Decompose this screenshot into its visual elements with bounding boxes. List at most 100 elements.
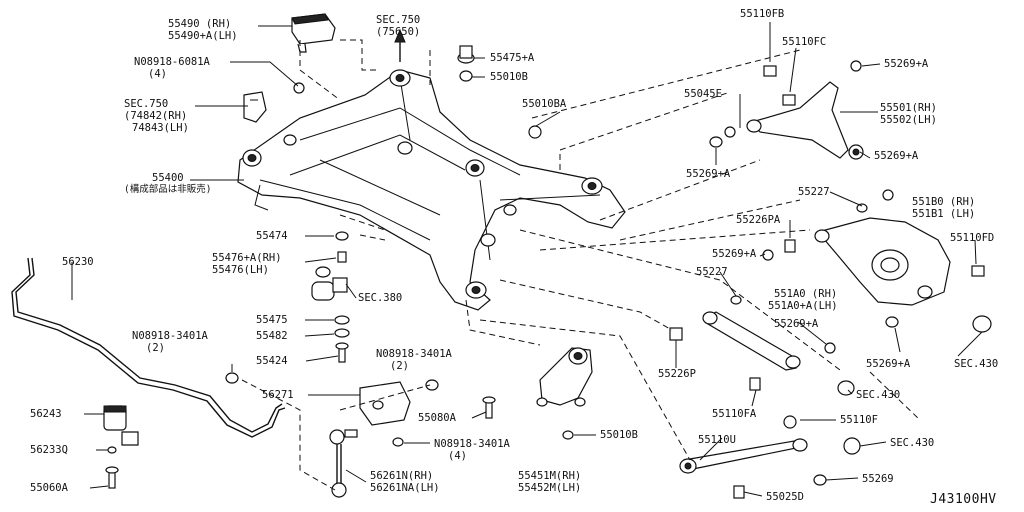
- bracket-55451m: [482, 347, 593, 440]
- label-sec750-75650: SEC.750(75650): [376, 14, 420, 38]
- label-line: 55269: [862, 473, 894, 485]
- label-56261n: 56261N(RH)56261NA(LH): [370, 470, 440, 494]
- label-line: 551A0 (RH): [774, 288, 838, 300]
- label-line: 55269+A: [884, 58, 929, 70]
- label-56233q: 56233Q: [30, 444, 68, 456]
- label-line: 55475: [256, 314, 288, 326]
- stabilizer-bushing: [103, 405, 139, 489]
- label-line: 56261N(RH): [370, 470, 434, 482]
- label-55490: 55490 (RH)55490+A(LH): [168, 18, 238, 42]
- label-line: (4): [148, 68, 167, 80]
- label-line: 56233Q: [30, 444, 68, 456]
- label-08918-3401a-low: N08918-3401A(4): [434, 438, 510, 462]
- label-55269: 55269: [862, 473, 894, 485]
- label-55110fd: 55110FD: [950, 232, 994, 244]
- label-line: 55424: [256, 355, 288, 367]
- label-55269a-left: 55269+A: [686, 168, 730, 180]
- label-sec430-right: SEC.430: [954, 358, 998, 370]
- label-line: (構成部品は非販売): [124, 184, 212, 195]
- label-55269a-mid: 55269+A: [712, 248, 756, 260]
- label-55269a-lower: 55269+A: [866, 358, 910, 370]
- label-55269a-center: 55269+A: [774, 318, 818, 330]
- rear-link-55110u: [679, 415, 861, 499]
- dashed-guides: [241, 39, 921, 491]
- sec750-arrow: [394, 28, 406, 62]
- lateral-link-551a0: [669, 239, 855, 396]
- label-line: 56271: [262, 389, 294, 401]
- label-line: N08918-3401A: [376, 348, 452, 360]
- upper-bush-parts: [293, 45, 542, 139]
- leader-lines: [71, 22, 983, 497]
- label-line: 55010B: [600, 429, 638, 441]
- label-line: 55490+A(LH): [168, 30, 238, 42]
- label-line: 55476+A(RH): [212, 252, 282, 264]
- label-line: 55060A: [30, 482, 68, 494]
- label-line: SEC.380: [358, 292, 403, 304]
- label-56230: 56230: [62, 256, 94, 268]
- label-55010ba: 55010BA: [522, 98, 566, 110]
- label-55269a-right: 55269+A: [874, 150, 918, 162]
- label-line: 55451M(RH): [518, 470, 582, 482]
- label-line: (2): [146, 342, 165, 354]
- label-551a0: 551A0 (RH)551A0+A(LH): [768, 288, 838, 312]
- label-55010b-low: 55010B: [600, 429, 638, 441]
- label-55110fb: 55110FB: [740, 8, 784, 20]
- label-line: 55110U: [698, 434, 736, 446]
- label-line: 56230: [62, 256, 94, 268]
- label-line: 55501(RH): [880, 102, 937, 114]
- label-55424: 55424: [256, 355, 288, 367]
- stabilizer-bar-56230: [11, 257, 286, 438]
- label-line: 551A0+A(LH): [768, 300, 838, 312]
- label-line: SEC.750: [376, 14, 421, 26]
- stabilizer-link-56261n: [329, 429, 358, 498]
- label-line: 55110FA: [712, 408, 757, 420]
- label-line: 55010B: [490, 71, 528, 83]
- label-line: 55482: [256, 330, 288, 342]
- label-line: 55227: [696, 266, 728, 278]
- label-55010b-top: 55010B: [490, 71, 528, 83]
- label-55110fc: 55110FC: [782, 36, 826, 48]
- label-line: 55045E: [684, 88, 722, 100]
- label-line: 56243: [30, 408, 62, 420]
- label-line: 56261NA(LH): [370, 482, 440, 494]
- label-sec380: SEC.380: [358, 292, 402, 304]
- label-line: N08918-6081A: [134, 56, 210, 68]
- label-line: 55269+A: [774, 318, 819, 330]
- label-55110fa: 55110FA: [712, 408, 756, 420]
- label-line: 55490 (RH): [168, 18, 232, 30]
- suspension-member-55400: [237, 69, 626, 311]
- label-line: 55226PA: [736, 214, 781, 226]
- lower-arm-551b0: [814, 189, 992, 333]
- label-line: 55025D: [766, 491, 804, 503]
- mount-hardware: [311, 231, 350, 363]
- label-line: SEC.430: [890, 437, 935, 449]
- label-sec430-mid: SEC.430: [856, 389, 900, 401]
- label-line: (4): [448, 450, 467, 462]
- label-55025d: 55025D: [766, 491, 804, 503]
- label-line: 55476(LH): [212, 264, 269, 276]
- label-line: 55452M(LH): [518, 482, 582, 494]
- label-55110f: 55110F: [840, 414, 878, 426]
- label-55226pa: 55226PA: [736, 214, 780, 226]
- label-55475: 55475: [256, 314, 288, 326]
- label-line: N08918-3401A: [132, 330, 208, 342]
- label-line: N08918-3401A: [434, 438, 510, 450]
- label-line: SEC.750: [124, 98, 169, 110]
- label-line: 55110FC: [782, 36, 827, 48]
- label-55451m: 55451M(RH)55452M(LH): [518, 470, 581, 494]
- label-line: 55226P: [658, 368, 696, 380]
- label-55269a-top: 55269+A: [884, 58, 928, 70]
- label-56243: 56243: [30, 408, 62, 420]
- bracket-55490: [291, 13, 336, 53]
- label-line: (74842(RH): [124, 110, 188, 122]
- label-55482: 55482: [256, 330, 288, 342]
- label-55226p: 55226P: [658, 368, 696, 380]
- label-56271: 56271: [262, 389, 294, 401]
- label-55474: 55474: [256, 230, 288, 242]
- label-sec430-low: SEC.430: [890, 437, 934, 449]
- label-55400: 55400(構成部品は非販売): [124, 172, 211, 196]
- label-line: 55110FD: [950, 232, 995, 244]
- label-55501: 55501(RH)55502(LH): [880, 102, 937, 126]
